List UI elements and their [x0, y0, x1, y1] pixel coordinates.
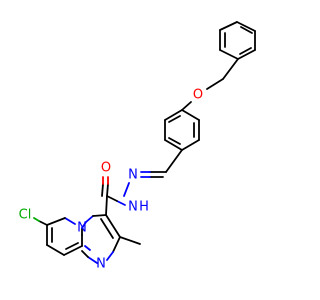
carbonyl-ring-bond: [105, 195, 108, 216]
carbonyl-double-bond: [106, 183, 109, 197]
amide-hydrogen-label: H: [139, 200, 149, 215]
chlorine-label: Cl: [19, 208, 32, 223]
structure-canvas: O N N H O: [18, 21, 256, 272]
benzylidene-ring: [164, 109, 200, 151]
ch2-oxygen-bond: [206, 78, 224, 90]
carbonyl-oxygen-label: O: [101, 161, 111, 176]
oxygen-aryl-bond: [181, 101, 192, 111]
ring-methine-bond: [165, 149, 183, 173]
ether-oxygen-label: O: [193, 88, 203, 103]
ring-nitrogen-label: N: [96, 257, 106, 272]
imine-nitrogen-label: N: [128, 168, 138, 183]
phenyl-ring: [219, 21, 256, 60]
bridgehead-nitrogen-label: N: [77, 221, 87, 236]
amide-nitrogen-label: N: [128, 200, 138, 215]
hydrazone-nn-bond: [123, 182, 130, 197]
chloro-bond: [38, 220, 48, 226]
molecule-diagram: O N N H O: [19, 21, 256, 272]
methyl-bond: [119, 236, 141, 245]
imidazole-ring: [81, 214, 121, 264]
pyridine-ring: [46, 217, 83, 256]
benzyl-ch2-bond: [222, 58, 239, 80]
amide-cn-bond: [116, 200, 126, 206]
